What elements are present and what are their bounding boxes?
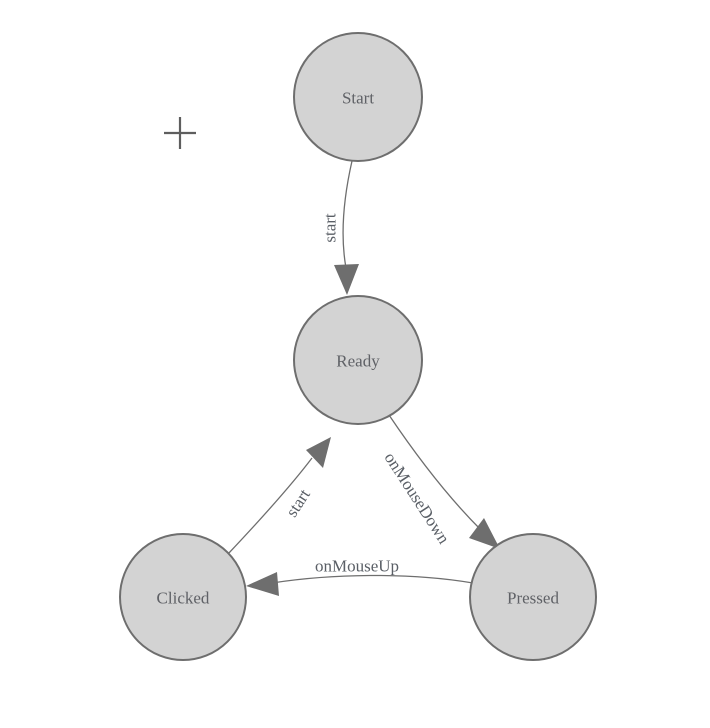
edge-ready-to-pressed[interactable] [388,414,500,549]
edge-label-ready-to-pressed: onMouseDown [380,449,453,548]
node-circle-ready [293,295,423,425]
edge-label-pressed-to-clicked: onMouseUp [315,557,399,576]
edge-clicked-to-ready[interactable] [227,437,331,555]
edge-start-to-ready[interactable] [334,160,359,295]
edge-path-pressed-to-clicked [271,574,474,584]
node-label-ready: Ready [336,352,380,371]
node-circle-clicked [119,533,247,661]
node-label-start: Start [342,89,374,108]
edge-path-clicked-to-ready [227,457,313,555]
node-start[interactable]: Start [293,32,423,162]
node-ready[interactable]: Ready [293,295,423,425]
edge-path-ready-to-pressed [388,414,482,531]
crosshair-icon [164,117,196,149]
edge-label-clicked-to-ready: start [282,485,314,520]
edge-path-start-to-ready [342,160,353,269]
arrowhead-start-to-ready [334,264,359,295]
arrowhead-ready-to-pressed [469,518,500,549]
edge-label-start-to-ready: start [321,213,340,243]
node-clicked[interactable]: Clicked [119,533,247,661]
node-label-pressed: Pressed [507,589,559,608]
node-label-clicked: Clicked [157,589,210,608]
edge-pressed-to-clicked[interactable] [246,572,474,596]
node-circle-pressed [469,533,597,661]
node-pressed[interactable]: Pressed [469,533,597,661]
arrowhead-clicked-to-ready [306,437,331,468]
node-circle-start [293,32,423,162]
arrowhead-pressed-to-clicked [246,572,279,596]
